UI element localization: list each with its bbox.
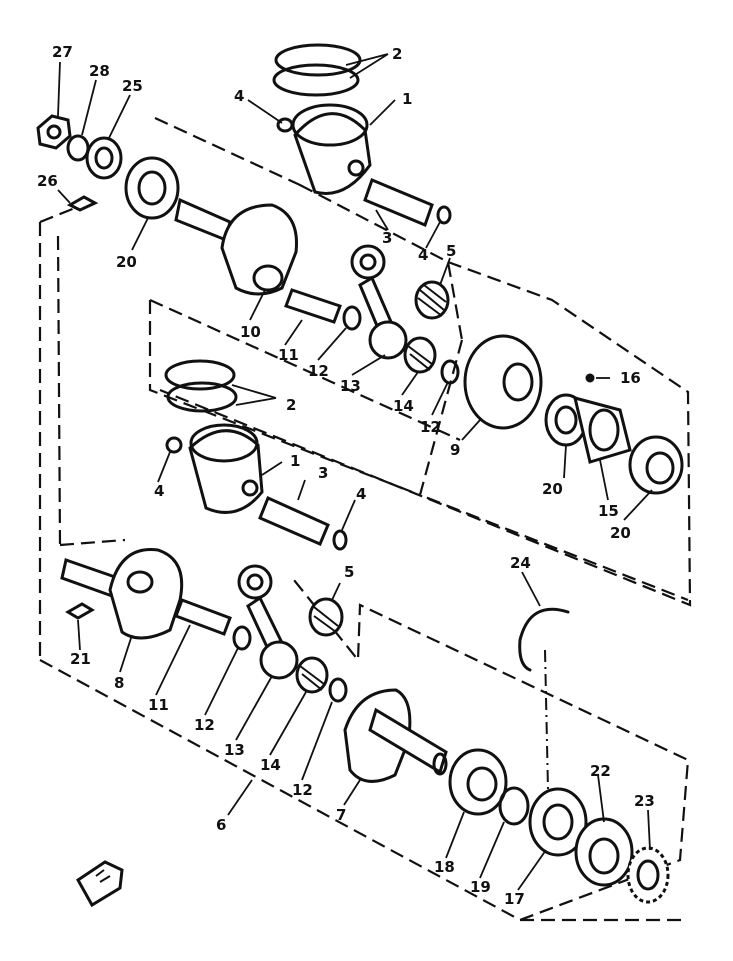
callout-3-mid: 3 <box>318 464 328 482</box>
callout-20-top: 20 <box>116 253 137 271</box>
callout-21: 21 <box>70 650 91 668</box>
woodruff-key-21 <box>65 602 95 620</box>
crank-web-9 <box>463 334 543 430</box>
piston-pin-top <box>363 178 434 227</box>
needle-bearing-mid-small <box>308 597 344 637</box>
half-ring-24 <box>518 607 570 672</box>
crank-half-10 <box>174 197 298 296</box>
callout-2-mid: 2 <box>286 396 296 414</box>
crank-pin-11-top <box>284 288 342 324</box>
ring-centerline <box>544 649 549 791</box>
callout-11-low: 11 <box>148 696 169 714</box>
callout-5-top: 5 <box>446 242 456 260</box>
thrust-washer-12-top-b <box>440 359 460 385</box>
callout-17: 17 <box>504 890 525 908</box>
piston-rings-mid <box>164 359 238 413</box>
callout-28: 28 <box>89 62 110 80</box>
callout-26: 26 <box>37 172 58 190</box>
thrust-washer-12-low-a <box>232 625 252 651</box>
needle-bearing-14-top <box>403 336 437 374</box>
callout-2-top: 2 <box>392 45 402 63</box>
callout-14-top: 14 <box>393 397 414 415</box>
callout-15: 15 <box>598 502 619 520</box>
callout-19: 19 <box>470 878 491 896</box>
thrust-washer-12-low-b <box>328 677 348 703</box>
callout-14-low: 14 <box>260 756 281 774</box>
upper-assembly-boundary <box>38 117 464 660</box>
callout-24: 24 <box>510 554 531 572</box>
thrust-washer-12-top-a <box>342 305 362 331</box>
crank-half-7 <box>343 688 448 783</box>
o-ring-19 <box>498 786 530 826</box>
washer-28 <box>66 134 90 162</box>
connecting-rod-top <box>350 244 408 360</box>
oil-seal-25 <box>85 136 123 180</box>
callout-10: 10 <box>240 323 261 341</box>
crank-pin-11-low <box>174 598 232 636</box>
gear-23 <box>626 846 670 904</box>
callout-12-low-a: 12 <box>194 716 215 734</box>
callout-16: 16 <box>620 369 641 387</box>
callout-13-top: 13 <box>340 377 361 395</box>
callout-13-low: 13 <box>224 741 245 759</box>
callout-9: 9 <box>450 441 460 459</box>
locating-pin-16 <box>585 373 595 383</box>
callout-6: 6 <box>216 816 226 834</box>
needle-bearing-top-small <box>414 280 450 320</box>
piston-pin-clip-top-right <box>436 205 452 225</box>
callout-18: 18 <box>434 858 455 876</box>
piston-mid <box>188 423 264 514</box>
oil-seal-22 <box>574 817 634 887</box>
callout-1-mid: 1 <box>290 452 300 470</box>
callout-8: 8 <box>114 674 124 692</box>
needle-bearing-14-low <box>295 656 329 694</box>
callout-1-top: 1 <box>402 90 412 108</box>
callout-4-top-left: 4 <box>234 87 244 105</box>
piston-pin-mid <box>258 495 330 546</box>
callout-7: 7 <box>336 806 346 824</box>
callout-3-top: 3 <box>382 229 392 247</box>
lower-assembly-boundary <box>39 574 690 922</box>
labyrinth-seal-15 <box>572 395 632 464</box>
bearing-17 <box>528 787 588 857</box>
woodruff-key-26 <box>66 195 99 212</box>
callout-22: 22 <box>590 762 611 780</box>
callout-12-top-b: 12 <box>420 418 441 436</box>
leader-lines <box>57 53 653 891</box>
crank-half-8 <box>60 548 184 640</box>
piston-rings-top <box>272 43 362 97</box>
callout-23: 23 <box>634 792 655 810</box>
callout-4-mid-left: 4 <box>154 482 164 500</box>
bearing-18 <box>448 748 508 816</box>
callout-4-top-right: 4 <box>418 246 428 264</box>
bearing-20-right <box>628 435 684 495</box>
callout-20-right: 20 <box>610 524 631 542</box>
piston-pin-clip-mid-right <box>332 529 348 551</box>
piston-top <box>291 103 372 195</box>
callout-27: 27 <box>52 43 73 61</box>
callout-4-mid-right: 4 <box>356 485 366 503</box>
callout-11-top: 11 <box>278 346 299 364</box>
nut-27 <box>36 114 72 150</box>
callout-12-low-b: 12 <box>292 781 313 799</box>
callout-5-mid: 5 <box>344 563 354 581</box>
piston-pin-clip-top-left <box>276 117 294 133</box>
callout-20-mid: 20 <box>542 480 563 498</box>
callout-25: 25 <box>122 77 143 95</box>
connecting-rod-mid <box>237 564 299 680</box>
right-dashed-enclosure <box>159 260 692 607</box>
callout-12-top-a: 12 <box>308 362 329 380</box>
front-direction-icon <box>76 860 124 908</box>
bearing-20-top <box>124 156 180 220</box>
piston-pin-clip-mid-left <box>165 436 183 454</box>
